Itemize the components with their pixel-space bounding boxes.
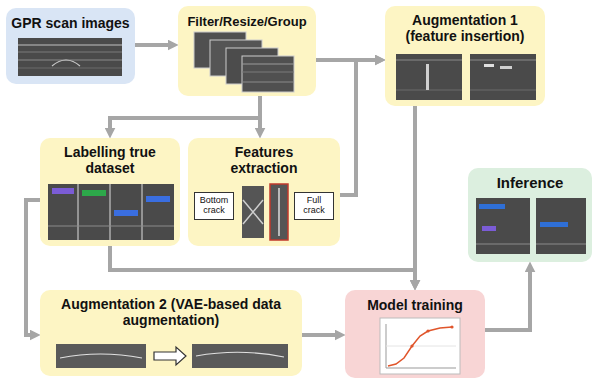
inference-images [476,198,586,254]
box-title: Features extraction [214,144,314,176]
tag-label: Full crack [298,195,330,216]
training-box: Model training [345,290,485,378]
box-title: Model training [367,297,463,313]
flow-arrow [340,60,379,195]
vae-images [56,344,288,368]
process-box: Features extractionBottom crack Full crac… [188,138,340,246]
augmented-images [396,54,536,100]
process-box: Augmentation 1 (feature insertion) [385,6,545,106]
labelled-images [48,184,174,240]
flow-arrow [110,96,260,132]
flow-arrow [413,106,417,284]
training-chart [380,318,460,374]
output-box: Inference [468,168,592,262]
flow-arrow [26,200,40,335]
tag-label: Bottom crack [198,195,230,216]
flow-arrow [110,246,415,284]
image-stack [194,32,294,92]
gpr-image [18,38,122,76]
box-title: Filter/Resize/Group [187,15,306,30]
flow-arrow [258,96,262,132]
process-box: Labelling true dataset [40,138,180,246]
feature-tag: Bottom crack [194,192,234,220]
box-title: Inference [497,174,564,191]
box-title: Labelling true dataset [49,144,171,176]
flow-arrow [135,43,172,47]
flow-arrow [302,333,339,337]
process-box: Filter/Resize/Group [178,6,316,96]
crack-features [242,184,288,240]
box-title: GPR scan images [11,15,129,31]
process-box: Augmentation 2 (VAE-based data augmentat… [40,290,302,376]
input-box: GPR scan images [6,8,135,84]
flow-arrow [485,268,530,330]
box-title: Augmentation 1 (feature insertion) [390,12,540,44]
feature-tag: Full crack [294,192,334,220]
box-title: Augmentation 2 (VAE-based data augmentat… [51,296,291,328]
